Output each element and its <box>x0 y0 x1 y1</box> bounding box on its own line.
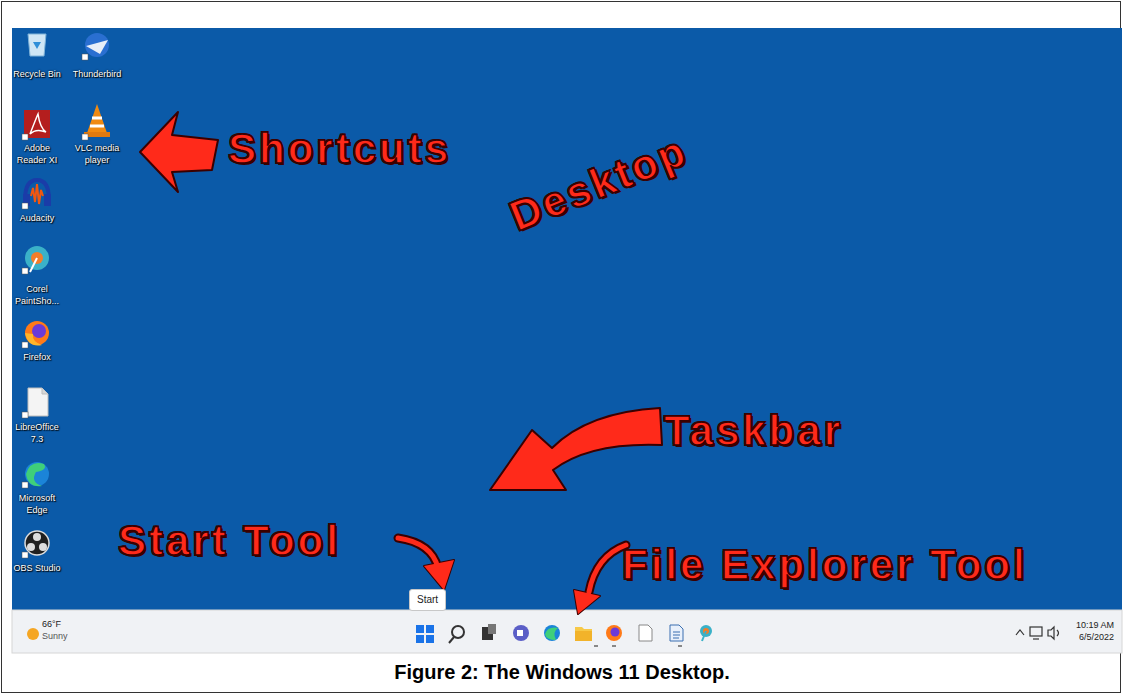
icon-label: Corel PaintSho... <box>12 283 62 307</box>
libreoffice-icon <box>28 388 48 416</box>
callout-text: Start Tool <box>118 520 341 562</box>
taskbar-arrow <box>490 408 662 490</box>
icon-label: OBS Studio <box>6 562 68 574</box>
icon-label: Microsoft Edge <box>13 492 61 516</box>
callout-text: Taskbar <box>664 410 843 452</box>
audacity-icon <box>23 180 51 206</box>
start-arrow-head <box>424 560 454 590</box>
tooltip-text: Start <box>417 594 438 605</box>
corel-icon <box>25 246 49 272</box>
firefox-icon <box>25 321 49 346</box>
shortcuts-arrow <box>140 112 218 192</box>
tooltip-box: Start <box>409 589 446 611</box>
taskbar: 66°FSunny 10:19 AM6/5/2022 <box>12 610 1122 653</box>
figure-caption: Figure 2: The Windows 11 Desktop. <box>0 661 1124 684</box>
edge-icon <box>25 462 49 486</box>
taskbar-icons <box>416 624 712 646</box>
clock-text: 6/5/2022 <box>1079 632 1114 643</box>
callout-text: Shortcuts <box>228 128 451 170</box>
icon-label: Audacity <box>6 212 68 224</box>
icon-label: Adobe Reader XI <box>15 142 59 166</box>
icon-label: Recycle Bin <box>6 68 68 80</box>
recycle-bin-icon <box>28 34 46 56</box>
weather-text: 66°F <box>42 619 61 630</box>
icon-label: LibreOffice 7.3 <box>11 421 63 445</box>
thunderbird-icon <box>85 33 109 57</box>
tray-icons <box>1016 627 1059 639</box>
clock-text: 10:19 AM <box>1076 620 1114 631</box>
icon-label: Thunderbird <box>66 68 128 80</box>
obs-icon <box>25 531 49 555</box>
weather-icon <box>27 628 39 640</box>
callout-text: File Explorer Tool <box>622 544 1028 586</box>
icon-label: Firefox <box>6 351 68 363</box>
vlc-icon <box>84 104 110 137</box>
explorer-arrow-head <box>574 590 600 614</box>
weather-text: Sunny <box>42 631 68 642</box>
icon-label: VLC media player <box>72 142 122 166</box>
